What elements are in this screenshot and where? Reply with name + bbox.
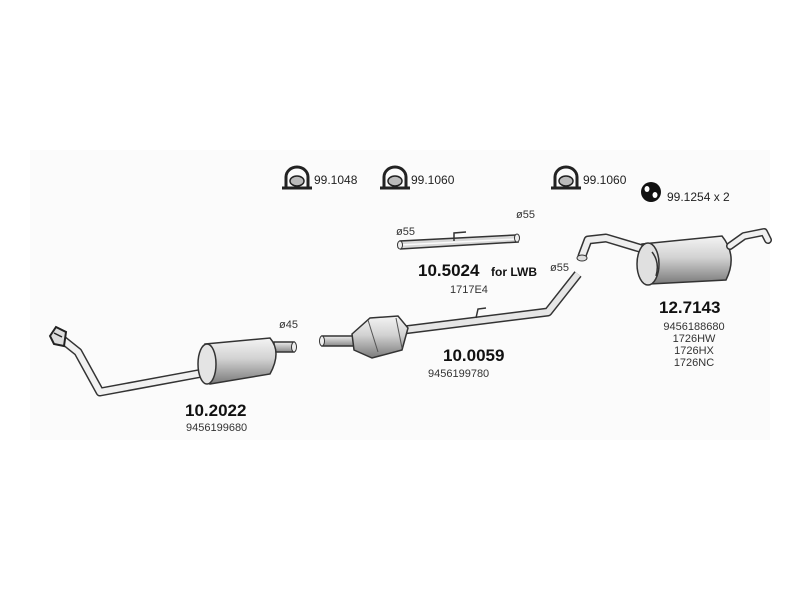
intermediate-pipe-part-number: 10.5024 bbox=[418, 261, 480, 280]
rear-silencer-refs: 9456188680 1726HW 1726HX 1726NC bbox=[644, 321, 744, 369]
clamp-icon bbox=[380, 165, 410, 190]
clamp-label-3: 99.1060 bbox=[583, 173, 627, 187]
rubber-ring-icon bbox=[641, 182, 661, 202]
rear-silencer-ref: 9456188680 bbox=[663, 321, 725, 333]
catalyst-drawing bbox=[319, 271, 582, 359]
clamp-label-2: 99.1060 bbox=[411, 173, 455, 187]
front-silencer-diameter: ø45 bbox=[279, 319, 298, 331]
rear-silencer-drawing bbox=[576, 228, 772, 286]
front-silencer-drawing bbox=[48, 325, 297, 397]
front-silencer-part-number: 10.2022 bbox=[185, 401, 247, 420]
clamp-icon bbox=[282, 165, 312, 190]
clamp-label-1: 99.1048 bbox=[314, 173, 358, 187]
rear-silencer-ref: 1726HX bbox=[674, 345, 714, 357]
front-silencer-ref: 9456199680 bbox=[186, 422, 248, 434]
clamp-icon bbox=[551, 165, 581, 190]
intermediate-pipe-ref: 1717E4 bbox=[450, 284, 488, 296]
catalyst-part-number: 10.0059 bbox=[443, 346, 505, 365]
catalyst-ref: 9456199780 bbox=[428, 368, 490, 380]
rear-silencer-ref: 1726NC bbox=[673, 357, 715, 369]
intermediate-pipe-diameter-right: ø55 bbox=[516, 209, 535, 221]
rear-silencer-ref: 1726HW bbox=[672, 333, 716, 345]
catalyst-diameter: ø55 bbox=[550, 262, 569, 274]
intermediate-pipe-note: for LWB bbox=[491, 265, 537, 279]
rubber-ring-label: 99.1254 x 2 bbox=[667, 190, 730, 204]
intermediate-pipe-drawing bbox=[397, 231, 520, 250]
intermediate-pipe-diameter-left: ø55 bbox=[396, 226, 415, 238]
rear-silencer-part-number: 12.7143 bbox=[659, 298, 721, 317]
